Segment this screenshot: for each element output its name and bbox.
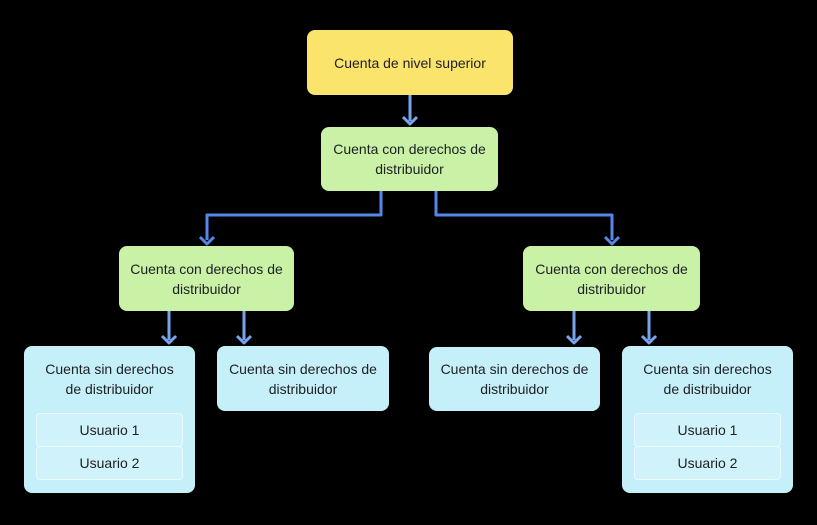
node-reseller-account-left: Cuenta con derechos de distribuidor: [119, 246, 294, 311]
user-cell: Usuario 1: [634, 413, 781, 447]
connector-reseller-right-to-client-4: [640, 311, 658, 345]
node-client-account-2: Cuenta sin derechos de distribuidor: [217, 346, 389, 411]
node-label: Cuenta sin derechos de distribuidor: [643, 361, 772, 397]
user-list: Usuario 1 Usuario 2: [36, 413, 183, 480]
connector-reseller-left-to-client-1: [160, 311, 178, 345]
connector-main-to-reseller-right: [434, 191, 621, 246]
node-reseller-account-main: Cuenta con derechos de distribuidor: [321, 127, 498, 191]
connector-reseller-right-to-client-3: [565, 311, 583, 345]
node-client-account-4: Cuenta sin derechos de distribuidor Usua…: [622, 346, 793, 493]
node-label: Cuenta sin derechos de distribuidor: [229, 360, 377, 397]
connector-reseller-left-to-client-2: [235, 311, 253, 345]
connector-top-to-reseller-main: [401, 95, 419, 126]
user-cell: Usuario 2: [36, 446, 183, 480]
connector-main-to-reseller-left: [198, 191, 383, 246]
node-label: Cuenta con derechos de distribuidor: [130, 260, 283, 297]
node-label: Cuenta sin derechos de distribuidor: [45, 361, 174, 397]
node-label: Cuenta sin derechos de distribuidor: [440, 361, 589, 397]
node-label: Cuenta de nivel superior: [334, 54, 486, 71]
node-label: Cuenta con derechos de distribuidor: [333, 141, 486, 177]
user-cell: Usuario 1: [36, 413, 183, 447]
user-list: Usuario 1 Usuario 2: [634, 413, 781, 480]
node-reseller-account-right: Cuenta con derechos de distribuidor: [523, 246, 700, 311]
node-label: Cuenta con derechos de distribuidor: [535, 260, 688, 297]
node-client-account-3: Cuenta sin derechos de distribuidor: [429, 347, 600, 411]
node-client-account-1: Cuenta sin derechos de distribuidor Usua…: [24, 346, 195, 493]
user-cell: Usuario 2: [634, 446, 781, 480]
node-top-level-account: Cuenta de nivel superior: [307, 30, 513, 95]
